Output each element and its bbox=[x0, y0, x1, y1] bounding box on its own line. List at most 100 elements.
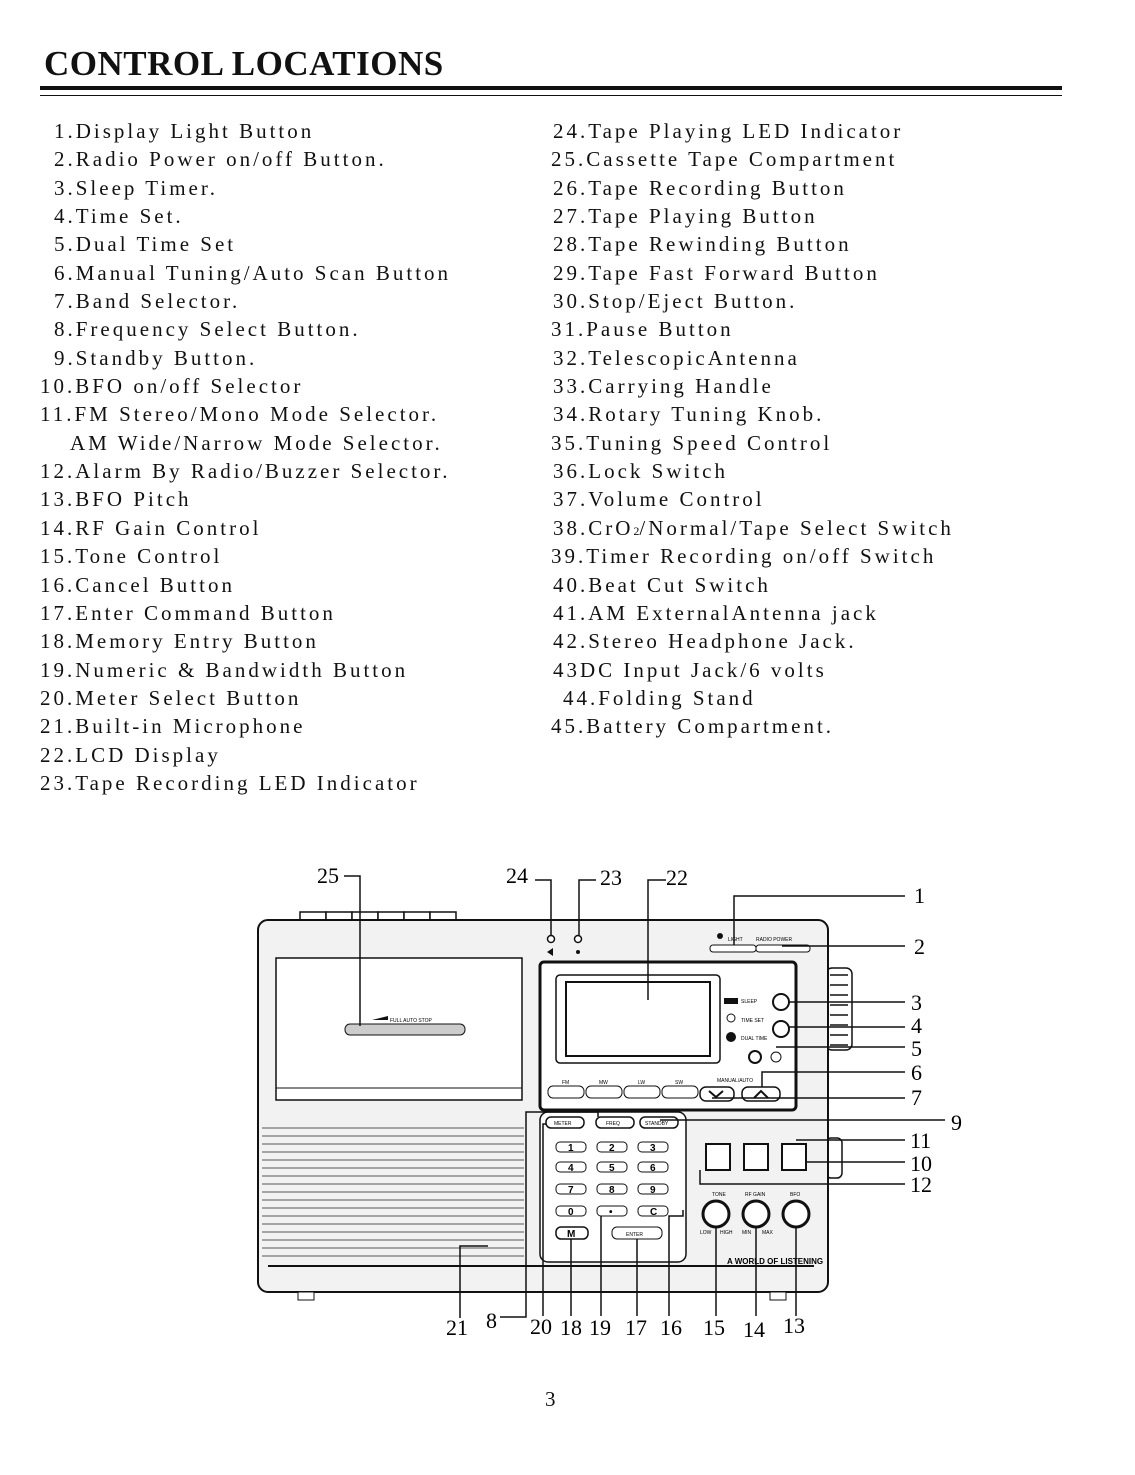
list-item-38: 38.CrO2/Normal/Tape Select Switch bbox=[551, 514, 954, 542]
power-icon bbox=[748, 1050, 762, 1064]
sleep-label: SLEEP bbox=[741, 999, 758, 1005]
dual-time-icon bbox=[726, 1032, 736, 1042]
list-item: AM Wide/Narrow Mode Selector. bbox=[70, 430, 443, 455]
display-light-button[interactable] bbox=[709, 944, 757, 953]
key-5: 5 bbox=[609, 1163, 615, 1174]
full-auto-stop-label: FULL AUTO STOP bbox=[390, 1018, 433, 1024]
sleep-button[interactable] bbox=[772, 993, 790, 1011]
key-8: 8 bbox=[609, 1185, 615, 1196]
callout-20: 20 bbox=[530, 1314, 552, 1339]
lcd-display bbox=[565, 981, 711, 1057]
dual-time-label: DUAL TIME bbox=[741, 1036, 768, 1042]
tone-knob[interactable] bbox=[701, 1199, 731, 1229]
callout-numbers: 25 24 23 22 1 2 3 4 5 6 7 9 11 10 12 21 … bbox=[317, 863, 962, 1342]
list-item: 42.Stereo Headphone Jack. bbox=[553, 629, 857, 654]
list-item: 3.Sleep Timer. bbox=[54, 175, 218, 200]
list-item: 6.Manual Tuning/Auto Scan Button bbox=[54, 260, 452, 285]
key-7: 7 bbox=[568, 1185, 574, 1196]
tone-high-label: HIGH bbox=[720, 1230, 733, 1236]
callout-17: 17 bbox=[625, 1315, 647, 1340]
rf-gain-knob[interactable] bbox=[741, 1199, 771, 1229]
right-control-list: 24.Tape Playing LED Indicator 25.Cassett… bbox=[551, 117, 954, 741]
tape-recording-led bbox=[573, 934, 583, 944]
memory-label: M bbox=[567, 1229, 575, 1240]
list-item: 19.Numeric & Bandwidth Button bbox=[40, 657, 409, 682]
list-item: 35.Tuning Speed Control bbox=[551, 430, 833, 455]
band-sw-button[interactable] bbox=[661, 1085, 699, 1099]
rf-min-label: MIN bbox=[742, 1230, 752, 1236]
band-sw-label: SW bbox=[675, 1080, 683, 1086]
list-item: 1.Display Light Button bbox=[54, 119, 315, 143]
list-item: 12.Alarm By Radio/Buzzer Selector. bbox=[40, 459, 451, 484]
list-item: 31.Pause Button bbox=[551, 317, 734, 342]
speaker-grille bbox=[262, 1127, 524, 1257]
bfo-selector[interactable] bbox=[781, 1143, 807, 1171]
list-item: 23.Tape Recording LED Indicator bbox=[40, 770, 420, 795]
bfo-pitch-knob[interactable] bbox=[781, 1199, 811, 1229]
callout-7: 7 bbox=[911, 1085, 922, 1110]
title-rule-thick bbox=[40, 86, 1062, 90]
mode-selector[interactable] bbox=[743, 1143, 769, 1171]
key-0: 0 bbox=[568, 1207, 574, 1218]
cancel-button[interactable] bbox=[637, 1205, 669, 1217]
callout-1: 1 bbox=[914, 883, 925, 908]
meter-button[interactable] bbox=[545, 1116, 585, 1129]
list-item: 32.TelescopicAntenna bbox=[553, 345, 800, 370]
standby-label: STANDBY bbox=[645, 1121, 669, 1127]
band-fm-button[interactable] bbox=[547, 1085, 585, 1099]
band-mw-button[interactable] bbox=[585, 1085, 623, 1099]
keypad-area: METER FREQ STANDBY 1 2 3 4 5 6 7 8 9 0 •… bbox=[539, 1111, 687, 1263]
list-item: 37.Volume Control bbox=[553, 487, 765, 512]
freq-label: FREQ bbox=[606, 1121, 620, 1127]
tone-low-label: LOW bbox=[700, 1230, 712, 1236]
list-item: 43DC Input Jack/6 volts bbox=[553, 657, 827, 682]
callout-25: 25 bbox=[317, 863, 339, 888]
item-38-prefix: 38.CrO bbox=[553, 515, 634, 540]
list-item: 27.Tape Playing Button bbox=[553, 204, 818, 229]
callout-14: 14 bbox=[743, 1317, 765, 1342]
radio-power-label: RADIO POWER bbox=[756, 937, 793, 943]
key-9: 9 bbox=[650, 1185, 656, 1196]
tune-down-button[interactable] bbox=[699, 1086, 735, 1102]
list-item: 24.Tape Playing LED Indicator bbox=[553, 119, 904, 143]
callout-5: 5 bbox=[911, 1036, 922, 1061]
light-label: LIGHT bbox=[728, 937, 743, 943]
time-set-button[interactable] bbox=[772, 1020, 790, 1038]
memory-button[interactable] bbox=[555, 1226, 589, 1240]
callout-11: 11 bbox=[910, 1128, 931, 1153]
list-item: 13.BFO Pitch bbox=[40, 487, 192, 512]
band-lw-button[interactable] bbox=[623, 1085, 661, 1099]
bfo-label: BFO bbox=[790, 1192, 800, 1198]
item-38-suffix: /Normal/Tape Select Switch bbox=[639, 515, 954, 540]
list-item: 34.Rotary Tuning Knob. bbox=[553, 402, 825, 427]
item-38-subscript: 2 bbox=[633, 523, 640, 538]
key-1: 1 bbox=[568, 1143, 574, 1154]
tune-up-button[interactable] bbox=[741, 1086, 781, 1102]
list-item: 26.Tape Recording Button bbox=[553, 175, 847, 200]
page-number: 3 bbox=[545, 1387, 556, 1411]
callout-13: 13 bbox=[783, 1313, 805, 1338]
freq-button[interactable] bbox=[595, 1116, 635, 1129]
callout-6: 6 bbox=[911, 1060, 922, 1085]
time-set-icon bbox=[726, 1013, 736, 1023]
alarm-selector[interactable] bbox=[705, 1143, 731, 1171]
list-item: 45.Battery Compartment. bbox=[551, 714, 835, 739]
list-item: 30.Stop/Eject Button. bbox=[553, 289, 798, 314]
callout-23: 23 bbox=[600, 865, 622, 890]
callout-22: 22 bbox=[666, 865, 688, 890]
callout-15: 15 bbox=[703, 1315, 725, 1340]
list-item: 7.Band Selector. bbox=[54, 289, 241, 314]
key-3: 3 bbox=[650, 1143, 656, 1154]
list-item: 10.BFO on/off Selector bbox=[40, 374, 304, 399]
key-4: 4 bbox=[568, 1163, 574, 1174]
meter-label: METER bbox=[554, 1121, 572, 1127]
list-item: 2.Radio Power on/off Button. bbox=[54, 147, 387, 172]
list-item: 11.FM Stereo/Mono Mode Selector. bbox=[40, 402, 440, 427]
page-title: CONTROL LOCATIONS bbox=[44, 44, 444, 83]
list-item: 5.Dual Time Set bbox=[54, 232, 237, 257]
callout-19: 19 bbox=[589, 1315, 611, 1340]
list-item: 39.Timer Recording on/off Switch bbox=[551, 544, 937, 569]
cassette-keys bbox=[299, 911, 457, 921]
rotary-tuning-knob bbox=[825, 967, 853, 1179]
list-item: 25.Cassette Tape Compartment bbox=[551, 147, 898, 172]
